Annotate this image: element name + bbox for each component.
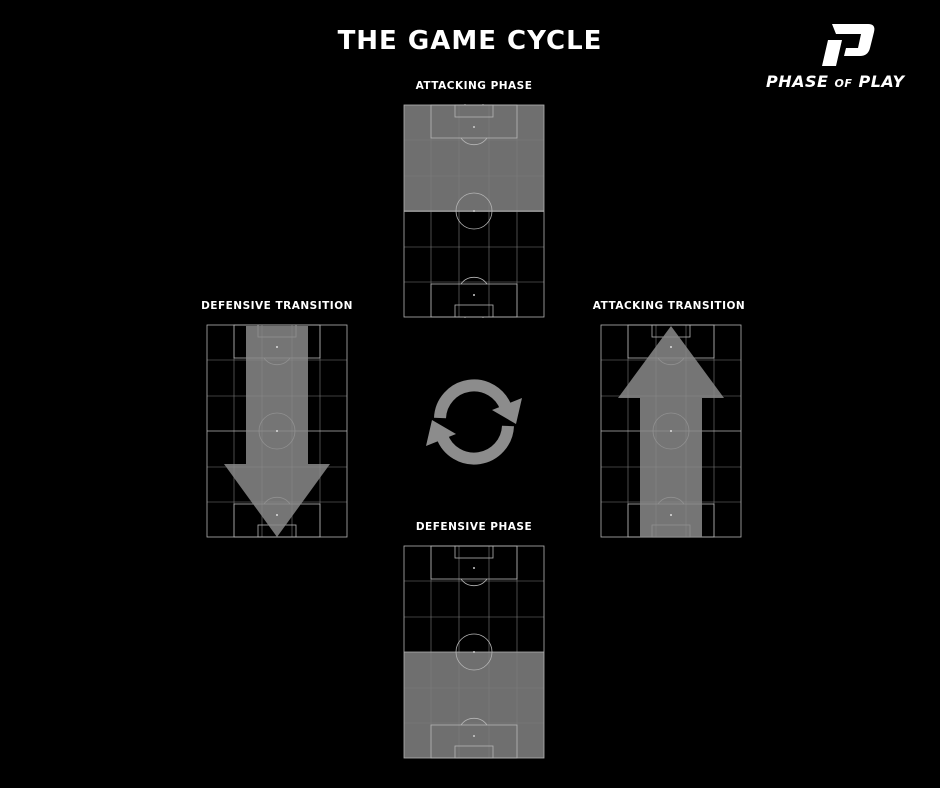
logo-wordmark: PHASE OF PLAY [766, 72, 926, 91]
shaded-zone [404, 652, 544, 758]
label-attacking-transition: ATTACKING TRANSITION [592, 300, 746, 312]
logo-word-phase: PHASE [766, 72, 829, 91]
logo-p-icon [822, 24, 875, 66]
page-title: THE GAME CYCLE [337, 26, 603, 56]
logo-word-play: PLAY [858, 72, 905, 91]
pitch-defensive-transition [206, 324, 348, 538]
label-defensive-transition: DEFENSIVE TRANSITION [201, 300, 353, 312]
cycle-arrows-icon [426, 379, 522, 465]
pitch-attacking-phase [403, 104, 545, 318]
logo-word-of: OF [834, 77, 853, 90]
pitch-attacking-transition [600, 324, 742, 538]
pitch-defensive-phase [403, 545, 545, 759]
shaded-zone [404, 105, 544, 212]
label-attacking-phase: ATTACKING PHASE [415, 80, 533, 92]
label-defensive-phase: DEFENSIVE PHASE [415, 521, 533, 533]
